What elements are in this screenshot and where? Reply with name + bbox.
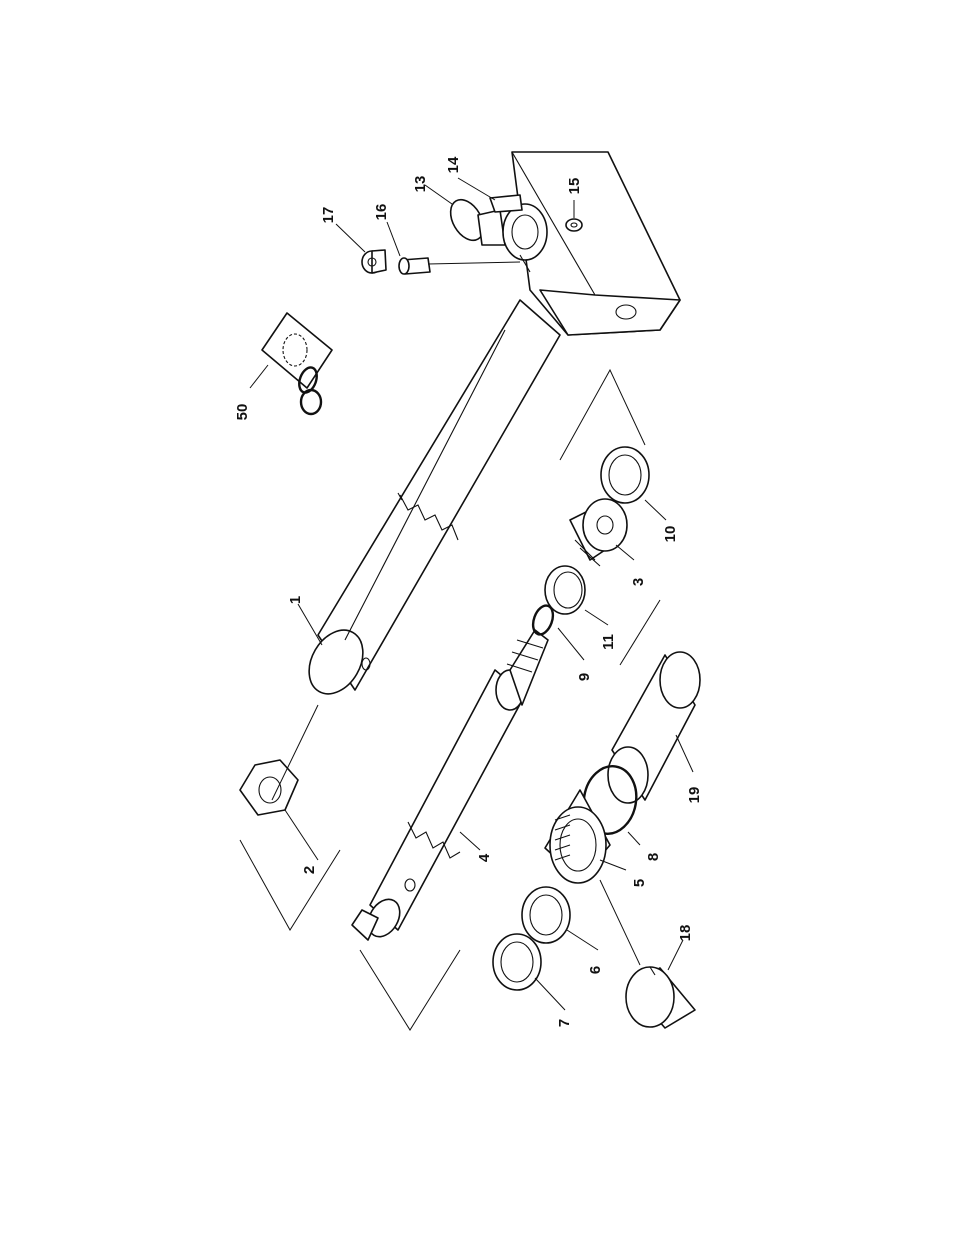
plug-15 <box>566 219 582 231</box>
callout-17: 17 <box>320 207 337 224</box>
piston-3 <box>570 499 627 566</box>
callout-9: 9 <box>576 673 593 681</box>
callout-4: 4 <box>476 853 493 862</box>
callout-1: 1 <box>287 596 304 604</box>
callout-11: 11 <box>600 634 617 650</box>
gland-5 <box>545 790 610 883</box>
callout-50: 50 <box>234 404 251 421</box>
callout-6: 6 <box>587 966 604 974</box>
callout-7: 7 <box>556 1019 573 1027</box>
callout-14: 14 <box>445 156 462 173</box>
callout-2: 2 <box>301 866 318 874</box>
callout-18: 18 <box>677 925 694 942</box>
callout-3: 3 <box>630 578 647 586</box>
callout-15: 15 <box>566 178 583 195</box>
callout-8: 8 <box>645 853 662 861</box>
callout-13: 13 <box>412 176 429 193</box>
fitting-16 <box>399 258 520 274</box>
ring-11 <box>545 566 585 614</box>
seal-kit-50 <box>262 313 332 414</box>
cap-17 <box>362 250 386 273</box>
split-bushing-18 <box>600 880 695 1028</box>
tube-19 <box>608 600 700 803</box>
callout-10: 10 <box>662 526 679 543</box>
callout-5: 5 <box>631 879 648 887</box>
bushing-10 <box>560 370 649 503</box>
wiper-6 <box>522 887 570 943</box>
callout-19: 19 <box>686 787 703 804</box>
callout-16: 16 <box>373 204 390 221</box>
rod-4 <box>352 630 548 942</box>
seal-7 <box>360 934 541 1030</box>
